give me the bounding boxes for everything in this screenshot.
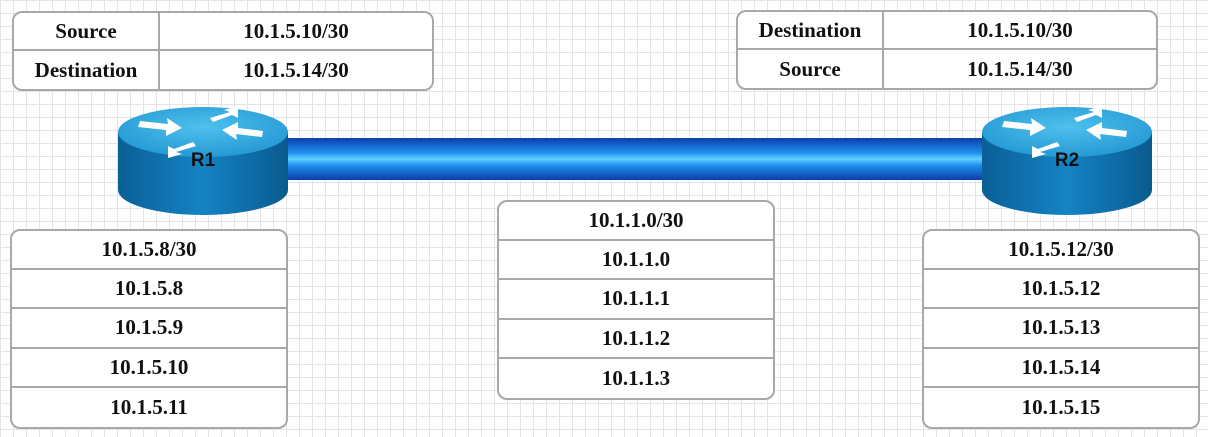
r1-subnet-address: 10.1.5.11 bbox=[110, 394, 188, 419]
r1-header-table: Source 10.1.5.10/30 Destination 10.1.5.1… bbox=[12, 11, 434, 91]
r2-destination-value: 10.1.5.10/30 bbox=[967, 17, 1073, 42]
r2-subnet-table: 10.1.5.12/30 10.1.5.12 10.1.5.13 10.1.5.… bbox=[922, 229, 1200, 429]
router-r2-label: R2 bbox=[1055, 150, 1079, 171]
r1-subnet-address: 10.1.5.10 bbox=[12, 349, 286, 388]
r2-subnet-address: 10.1.5.15 bbox=[1021, 394, 1101, 419]
link-subnet-address: 10.1.1.2 bbox=[499, 320, 773, 359]
link-subnet-address: 10.1.1.3 bbox=[601, 365, 671, 390]
r1-destination-row: Destination 10.1.5.14/30 bbox=[14, 51, 432, 89]
r2-destination-row: Destination 10.1.5.10/30 bbox=[738, 12, 1156, 50]
router-r1-label: R1 bbox=[191, 150, 216, 171]
router-r2[interactable]: R2 bbox=[982, 106, 1152, 215]
router-arrows-icon bbox=[138, 106, 263, 158]
link-subnet-table: 10.1.1.0/30 10.1.1.0 10.1.1.1 10.1.1.2 1… bbox=[497, 200, 775, 400]
r1-source-row: Source 10.1.5.10/30 bbox=[14, 13, 432, 51]
r1-source-label: Source bbox=[14, 13, 160, 49]
r2-source-label: Source bbox=[738, 50, 884, 88]
r1-subnet-address: 10.1.5.9 bbox=[12, 309, 286, 349]
r2-destination-label: Destination bbox=[738, 12, 884, 48]
r2-subnet-address: 10.1.5.13 bbox=[924, 309, 1198, 349]
r1-destination-label: Destination bbox=[14, 51, 160, 89]
link-cable bbox=[285, 138, 985, 180]
link-subnet-network: 10.1.1.0/30 bbox=[499, 202, 773, 242]
r2-header-table: Destination 10.1.5.10/30 Source 10.1.5.1… bbox=[736, 10, 1158, 90]
r1-subnet-address: 10.1.5.8 bbox=[12, 270, 286, 310]
r2-source-row: Source 10.1.5.14/30 bbox=[738, 50, 1156, 88]
r1-subnet-network: 10.1.5.8/30 bbox=[12, 231, 286, 271]
link-subnet-address: 10.1.1.1 bbox=[499, 280, 773, 320]
r2-subnet-address: 10.1.5.14 bbox=[924, 349, 1198, 388]
r1-source-value: 10.1.5.10/30 bbox=[243, 18, 349, 43]
link-subnet-address: 10.1.1.0 bbox=[499, 241, 773, 281]
r1-subnet-table: 10.1.5.8/30 10.1.5.8 10.1.5.9 10.1.5.10 … bbox=[10, 229, 288, 429]
r2-subnet-address: 10.1.5.12 bbox=[924, 270, 1198, 310]
router-r1[interactable]: R1 bbox=[118, 106, 288, 215]
r2-source-value: 10.1.5.14/30 bbox=[967, 56, 1073, 81]
router-arrows-icon bbox=[1002, 106, 1127, 158]
r2-subnet-network: 10.1.5.12/30 bbox=[924, 231, 1198, 271]
r1-destination-value: 10.1.5.14/30 bbox=[243, 57, 349, 82]
